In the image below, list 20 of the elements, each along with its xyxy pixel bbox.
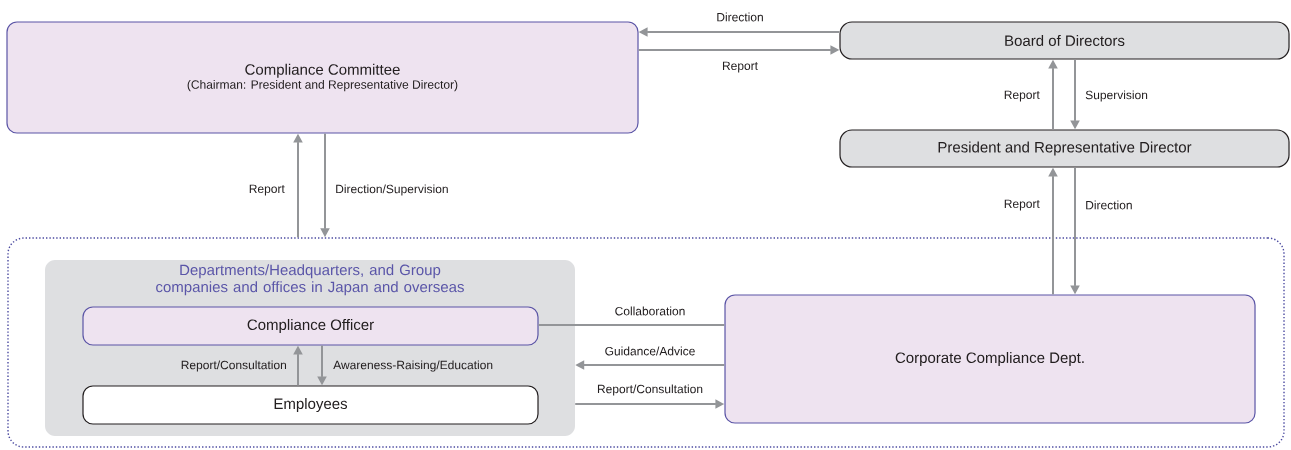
edge-label: Supervision	[1085, 90, 1148, 102]
board-box: Board of Directors	[839, 21, 1290, 60]
edge-label: Report	[249, 184, 285, 196]
organization-frame	[7, 237, 1285, 448]
edge-label: Awareness-Raising/Education	[333, 360, 493, 372]
edge-label: Report	[723, 61, 758, 73]
edge-label: Report/Consultation	[597, 384, 703, 396]
edge-label: Collaboration	[615, 306, 685, 316]
edge-label: Direction	[717, 12, 763, 22]
officer-box: Compliance Officer	[82, 306, 539, 346]
edge-label: Direction	[1086, 200, 1132, 210]
edge-label: Guidance/Advice	[605, 346, 695, 356]
edge-label: Direction/Supervision	[336, 184, 448, 196]
president-box: President and Representative Director	[839, 129, 1290, 168]
department-box: Corporate Compliance Dept.	[724, 294, 1256, 424]
edge-label: Report/Consultation	[181, 360, 286, 372]
employees-box: Employees	[82, 385, 539, 425]
committee-box: Compliance Committee (Chairman: President and Representative Director)	[6, 21, 639, 134]
edge-label: Report	[1004, 199, 1040, 211]
edge-label: Report	[1004, 90, 1040, 102]
